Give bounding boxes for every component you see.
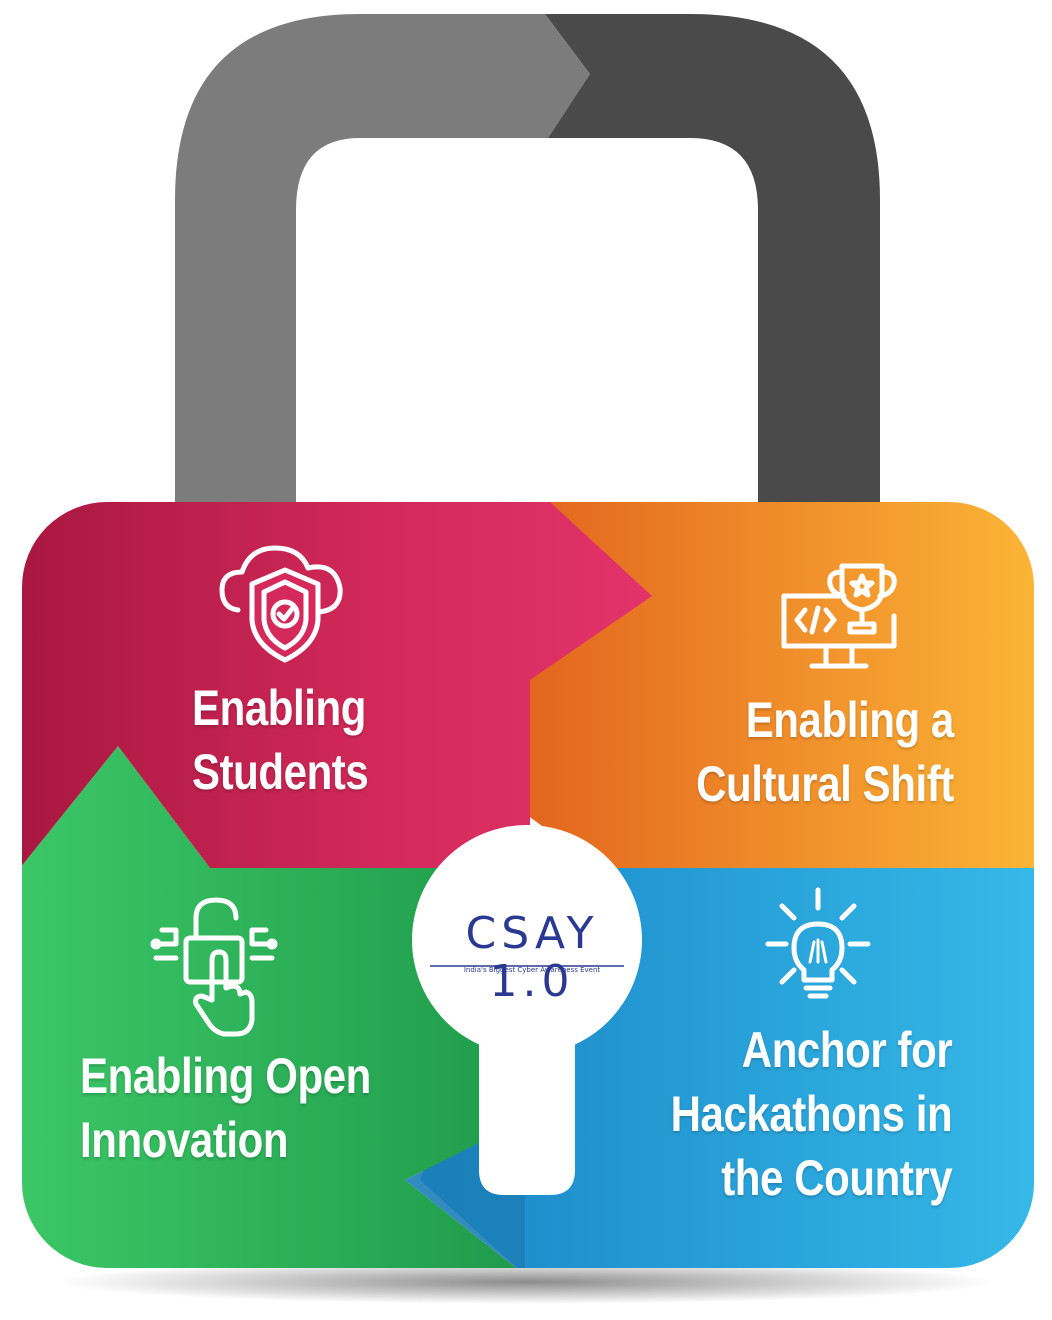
logo-wordmark: CSAY 1.0 (465, 908, 599, 1007)
label-enabling-students: Enabling Students (192, 676, 369, 804)
logo-tagline: India's Biggest Cyber Awareness Event (463, 966, 601, 974)
label-line: Enabling (192, 680, 366, 736)
label-line: Students (192, 744, 369, 800)
csay-logo: CSAY 1.0 India's Biggest Cyber Awareness… (424, 910, 640, 1006)
lightbulb-icon (765, 887, 871, 999)
label-line: the Country (720, 1150, 952, 1206)
padlock-body (22, 502, 1034, 1268)
monitor-code-trophy-icon (781, 563, 897, 669)
cloud-shield-check-icon (219, 545, 343, 663)
padlock-touch-icon (150, 897, 278, 1037)
segment-students (22, 502, 652, 868)
label-enabling-open-innovation: Enabling Open Innovation (80, 1044, 371, 1172)
label-line: Hackathons in (670, 1086, 952, 1142)
segment-open-innovation (22, 746, 525, 1268)
label-enabling-cultural-shift: Enabling a Cultural Shift (696, 688, 954, 816)
label-line: Enabling Open (80, 1048, 371, 1104)
label-line: Anchor for (741, 1022, 953, 1078)
keyhole (412, 825, 642, 1195)
padlock-shackle (175, 14, 880, 502)
floor-shadow (56, 1260, 996, 1304)
label-line: Cultural Shift (696, 756, 954, 812)
label-line: Innovation (80, 1112, 289, 1168)
label-line: Enabling a (745, 692, 955, 748)
label-anchor-for-hackathons: Anchor for Hackathons in the Country (670, 1018, 952, 1210)
